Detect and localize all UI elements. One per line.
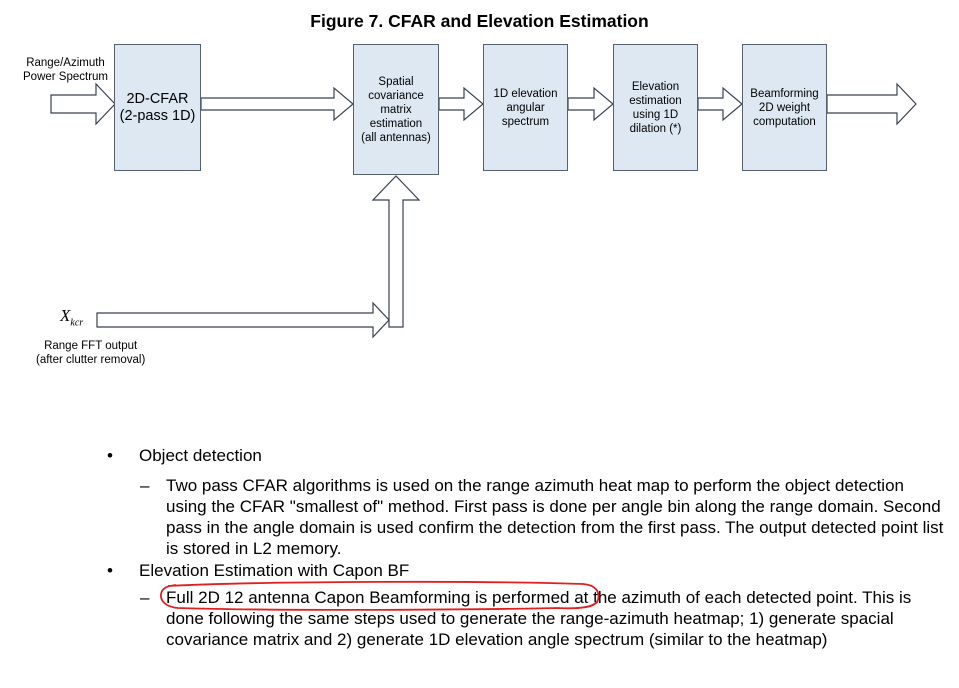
bullet-marker: • <box>107 446 113 465</box>
flow-arrows <box>50 82 917 339</box>
xkcr-subscript: kcr <box>70 317 84 329</box>
fft-label: Range FFT output (after clutter removal) <box>36 340 146 366</box>
covariance-block: Spatial covariance matrix estimation (al… <box>353 44 439 175</box>
beamforming-block-label: Beamforming 2D weight computation <box>750 87 819 128</box>
beamforming-block: Beamforming 2D weight computation <box>742 44 827 171</box>
sub-bullet-marker: – <box>140 476 150 495</box>
object-detection-description: Two pass CFAR algorithms is used on the … <box>166 476 944 558</box>
input-label: Range/Azimuth Power Spectrum <box>23 57 109 83</box>
arrow-cfar-to-covariance <box>200 86 354 122</box>
bullet-marker: • <box>107 561 113 580</box>
elevation-estimation-description: Full 2D 12 antenna Capon Beamforming is … <box>166 587 946 650</box>
bullet-object-detection: Object detection <box>139 446 262 465</box>
bullet-elevation-estimation: Elevation Estimation with Capon BF <box>139 561 410 580</box>
elevation-estimation-block: Elevation estimation using 1D dilation (… <box>613 44 698 171</box>
elevation-spectrum-block: 1D elevation angular spectrum <box>483 44 568 171</box>
arrow-covariance-to-spectrum <box>438 86 484 122</box>
figure-title: Figure 7. CFAR and Elevation Estimation <box>310 11 649 31</box>
xkcr-arrow <box>96 301 390 339</box>
highlighted-phrase: Full 2D 12 antenna Capon Beamforming is … <box>166 588 570 607</box>
highlight-ring <box>160 580 600 611</box>
xkcr-symbol: X <box>60 306 71 325</box>
arrow-estimation-to-beamforming <box>697 86 743 122</box>
cfar-block: 2D-CFAR (2-pass 1D) <box>114 44 201 171</box>
xkcr-label: Xkcr <box>60 306 83 328</box>
input-arrow <box>50 82 116 126</box>
elevation-description-rest: at the azimuth of each detected point. T… <box>166 588 912 649</box>
cfar-block-label: 2D-CFAR (2-pass 1D) <box>119 90 196 124</box>
output-arrow <box>826 82 917 126</box>
elevation-spectrum-block-label: 1D elevation angular spectrum <box>493 87 558 128</box>
xkcr-up-arrow <box>371 175 421 328</box>
elevation-estimation-block-label: Elevation estimation using 1D dilation (… <box>629 80 682 135</box>
sub-bullet-marker: – <box>140 588 150 607</box>
covariance-block-label: Spatial covariance matrix estimation (al… <box>361 75 431 144</box>
arrow-spectrum-to-estimation <box>567 86 614 122</box>
